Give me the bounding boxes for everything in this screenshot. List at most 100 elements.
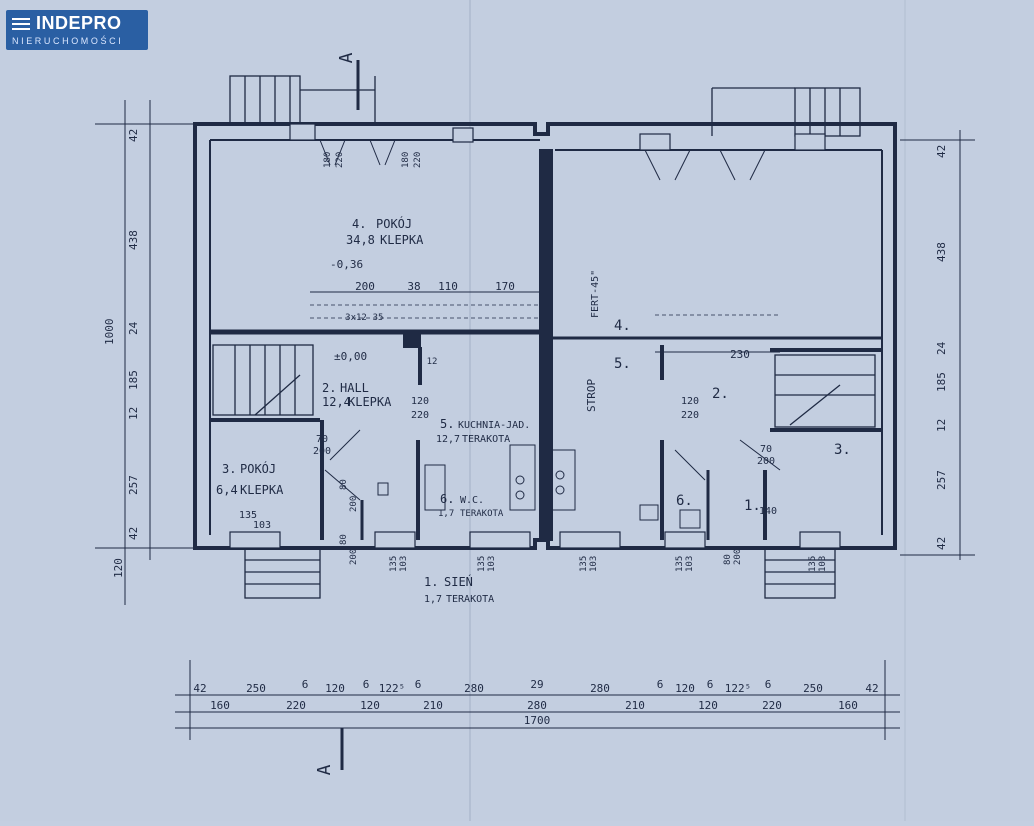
room-name: KUCHNIA-JAD.	[458, 420, 530, 431]
level-note: ±0,00	[334, 350, 367, 363]
room-name: W.C.	[460, 495, 484, 506]
dim-text: 200	[355, 280, 375, 293]
room-number: 2.	[712, 386, 729, 402]
dim-text: 120	[112, 558, 125, 578]
dim-text: 103	[399, 556, 409, 572]
room-floor: TERAKOTA	[462, 434, 510, 445]
dim-text: 170	[495, 280, 515, 293]
room-floor: KLEPKA	[240, 483, 284, 497]
brand-name: INDEPRO	[36, 13, 122, 33]
dim-text: 110	[438, 280, 458, 293]
dim-text: 180	[323, 152, 333, 168]
dim-text: 200	[757, 456, 775, 467]
room-area: 6,4	[216, 483, 238, 497]
room-number: 5.	[614, 356, 631, 372]
dim-text: 220	[681, 410, 699, 421]
dim-text: 135	[579, 556, 589, 572]
dim-text: 6	[363, 678, 370, 691]
dim-text: 180	[401, 152, 411, 168]
dim-text: 29	[530, 678, 543, 691]
door-dims-low: 80 200 80 200 135 103 135 103 135 103 13…	[339, 479, 828, 572]
dim-text: 280	[464, 682, 484, 695]
room-floor: TERAKOTA	[460, 509, 504, 519]
room-floor: TERAKOTA	[446, 594, 494, 605]
dim-text: 122⁵	[725, 682, 752, 695]
dim-text: 70	[316, 434, 328, 445]
dim-text: 6	[657, 678, 664, 691]
dim-text: 230	[730, 348, 750, 361]
kitchen-units	[377, 444, 701, 529]
dim-text: 135	[477, 556, 487, 572]
dim-text: 200	[733, 549, 743, 565]
dim-text: 80	[339, 479, 349, 490]
dim-text: 185	[935, 372, 948, 392]
dim-text: 135	[389, 556, 399, 572]
dim-text: 280	[527, 699, 547, 712]
terrace-left	[229, 75, 376, 125]
dim-text: 120	[675, 682, 695, 695]
room-name: SIEŃ	[444, 574, 473, 589]
room-floor: KLEPKA	[348, 395, 392, 409]
dim-text: 42	[865, 682, 878, 695]
dim-text: 6	[707, 678, 714, 691]
dim-text: 12	[427, 357, 438, 367]
brand-subtitle: NIERUCHOMOŚCI	[12, 36, 124, 46]
dim-text: 120	[411, 396, 429, 407]
strop-note: STROP	[585, 379, 598, 412]
dim-text: 70	[760, 444, 772, 455]
dim-text: 103	[685, 556, 695, 572]
dim-text: 80	[723, 554, 733, 565]
room-area: 12,7	[436, 434, 460, 445]
room-number: 2.	[322, 381, 336, 395]
dim-text: 42	[193, 682, 206, 695]
room-number: 3.	[834, 442, 851, 458]
brand-logo: INDEPRO NIERUCHOMOŚCI	[6, 10, 148, 50]
dim-text: 160	[210, 699, 230, 712]
entrance-steps-left	[244, 547, 321, 599]
dim-text: 1000	[103, 319, 116, 346]
terrace-right	[711, 87, 861, 137]
dim-text: 200	[349, 496, 359, 512]
dim-text: 12	[935, 419, 948, 432]
dim-text: 120	[681, 396, 699, 407]
inner-wall-line	[209, 139, 883, 535]
dim-text: 220	[411, 410, 429, 421]
room-area: 1,7	[438, 509, 454, 519]
dim-text: 438	[935, 242, 948, 262]
dim-text: 80	[339, 534, 349, 545]
doors	[319, 139, 781, 501]
dim-total: 1700	[524, 714, 551, 727]
dim-text: 280	[590, 682, 610, 695]
dim-text: 42	[935, 537, 948, 550]
dim-text: 220	[286, 699, 306, 712]
section-mark-bottom: A	[314, 764, 335, 775]
room-name: POKÓJ	[376, 216, 412, 231]
dim-text: 120	[698, 699, 718, 712]
dim-text: 135	[239, 510, 257, 521]
dim-text: 38	[407, 280, 420, 293]
dim-text: 120	[325, 682, 345, 695]
dim-text: 103	[487, 556, 497, 572]
dim-text: 12	[127, 407, 140, 420]
dim-text: 257	[127, 475, 140, 495]
dim-text: 438	[127, 230, 140, 250]
dim-text: 135	[675, 556, 685, 572]
staircase-right	[774, 354, 876, 428]
building-icon	[12, 18, 30, 30]
chimney	[403, 332, 421, 348]
dim-text: 210	[423, 699, 443, 712]
room-number: 6.	[440, 492, 454, 506]
room-number: 4.	[614, 318, 631, 334]
room-number: 5.	[440, 417, 454, 431]
room-labels-left: 4. POKÓJ 34,8 KLEPKA 2. HALL 12,4 KLEPKA…	[216, 216, 530, 605]
dim-text: 140	[759, 506, 777, 517]
dims-left: 42 438 24 185 12 257 42 120 1000	[103, 129, 140, 578]
dim-text: 122⁵	[379, 682, 406, 695]
room-number: 6.	[676, 493, 693, 509]
dims-inner: 200 38 110 170 230 3x12 35 12	[345, 280, 750, 367]
staircase-left	[212, 344, 314, 416]
dim-text: 135	[808, 556, 818, 572]
dim-text: 200	[313, 446, 331, 457]
dim-text: 24	[127, 321, 140, 335]
